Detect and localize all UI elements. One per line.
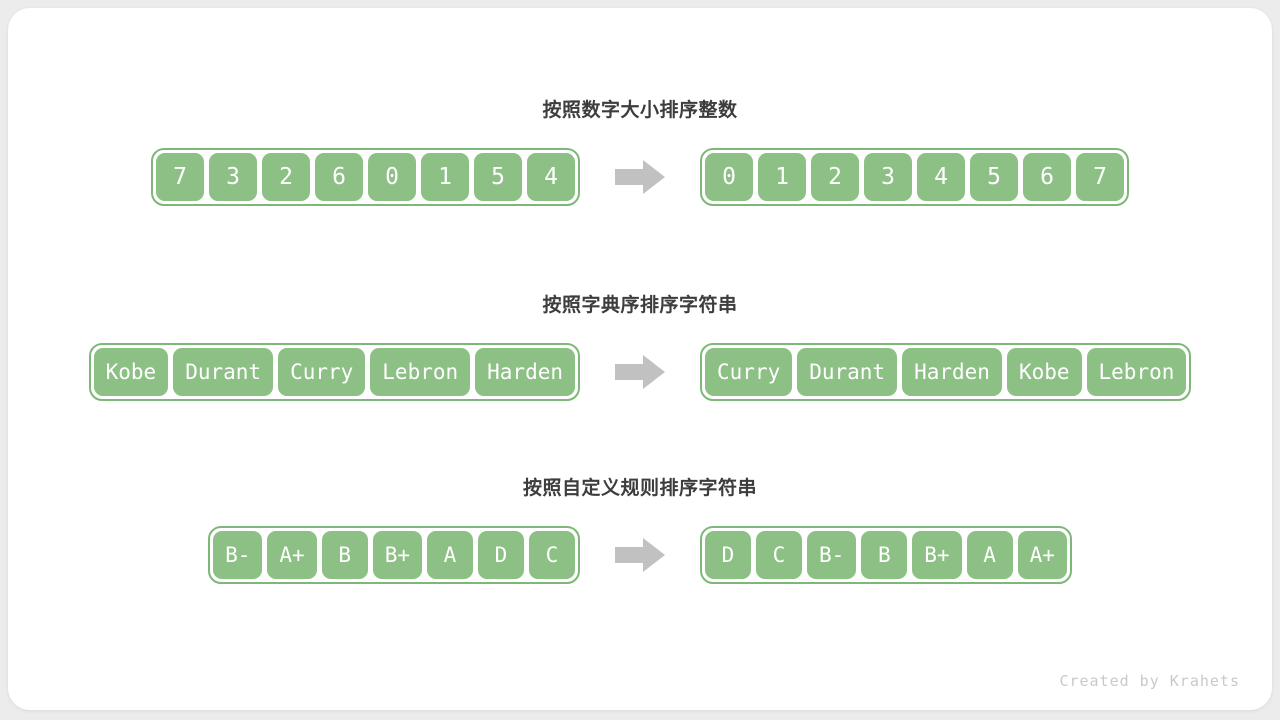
array-cell: 3 — [209, 153, 257, 201]
array-cell: Durant — [797, 348, 898, 396]
array-cell: A — [966, 531, 1013, 579]
array-cell: C — [529, 531, 575, 579]
array-cell: 2 — [811, 153, 859, 201]
right-arrow-icon — [615, 355, 665, 389]
right-arrow-icon — [615, 160, 665, 194]
array-cell: 4 — [917, 153, 965, 201]
array-cell: Harden — [475, 348, 575, 396]
array-cell: D — [478, 531, 524, 579]
row-title: 按照字典序排序字符串 — [542, 295, 738, 316]
array-cell: 0 — [368, 153, 416, 201]
row-title: 按照数字大小排序整数 — [542, 100, 738, 121]
array-cell: Harden — [902, 348, 1002, 396]
array-cell: B- — [807, 531, 857, 579]
array-cell: 4 — [527, 153, 575, 201]
right-arrow-icon — [615, 538, 665, 572]
array-cell: 0 — [705, 153, 753, 201]
array-cell: B — [861, 531, 908, 579]
transform-arrow — [615, 538, 665, 572]
transform-arrow — [615, 160, 665, 194]
array-cell: 1 — [421, 153, 469, 201]
array-cell: 3 — [864, 153, 912, 201]
array-cell: 6 — [315, 153, 363, 201]
array-cell: B+ — [372, 531, 422, 579]
array-cell: B — [321, 531, 368, 579]
array-cell: 1 — [758, 153, 806, 201]
array-cell: D — [705, 531, 751, 579]
array-cell: A+ — [1017, 531, 1067, 579]
array-cell: Kobe — [1006, 348, 1082, 396]
array-cell: 7 — [1076, 153, 1124, 201]
array-cell: B+ — [912, 531, 962, 579]
array-cell: B- — [213, 531, 263, 579]
array-cell: 5 — [970, 153, 1018, 201]
array-cell: Kobe — [93, 348, 169, 396]
transform-arrow — [615, 355, 665, 389]
row-title: 按照自定义规则排序字符串 — [522, 478, 757, 499]
array-cell: Curry — [278, 348, 366, 396]
watermark-text: Created by Krahets — [1059, 672, 1240, 690]
array-cell: Lebron — [1086, 348, 1187, 396]
array-cell: 6 — [1023, 153, 1071, 201]
array-cell: 5 — [474, 153, 522, 201]
array-cell: Curry — [705, 348, 793, 396]
array-cell: Lebron — [370, 348, 471, 396]
array-cell: A+ — [267, 531, 317, 579]
array-cell: Durant — [173, 348, 274, 396]
array-cell: A — [427, 531, 473, 579]
array-cell: 2 — [262, 153, 310, 201]
array-cell: C — [756, 531, 802, 579]
array-cell: 7 — [156, 153, 204, 201]
